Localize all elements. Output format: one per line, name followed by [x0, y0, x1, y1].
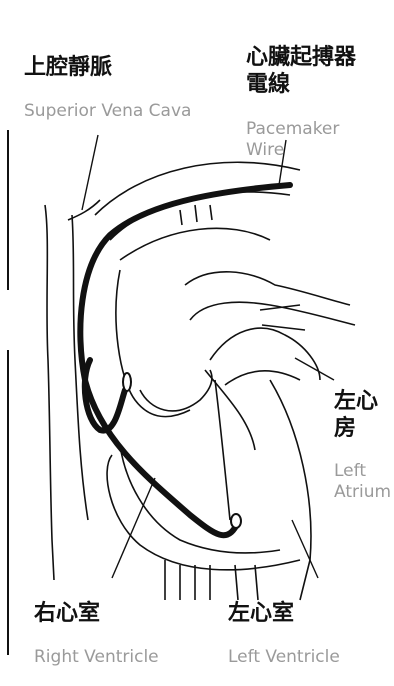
label-rv-en: Right Ventricle	[34, 647, 159, 667]
leader-lv	[292, 520, 318, 578]
pulmonary-trunk	[185, 272, 355, 330]
label-superior-vena-cava: 上腔靜脈 Superior Vena Cava	[24, 36, 191, 140]
leader-svc	[82, 135, 98, 210]
wire-tip	[231, 514, 241, 528]
leader-rv	[112, 478, 155, 578]
label-left-atrium: 左心房 Left Atrium	[334, 370, 394, 521]
label-la-en: Left Atrium	[334, 461, 394, 502]
label-wire-en: Pacemaker Wire	[246, 119, 356, 160]
heart-diagram: 上腔靜脈 Superior Vena Cava 心臟起搏器 電線 Pacemak…	[0, 0, 394, 655]
heart-body	[107, 270, 311, 600]
label-la-zh: 左心房	[334, 389, 394, 442]
label-left-ventricle: 左心室 Left Ventricle	[228, 582, 340, 686]
label-right-ventricle: 右心室 Right Ventricle	[34, 582, 159, 686]
label-rv-zh: 右心室	[34, 601, 159, 627]
label-lv-zh: 左心室	[228, 601, 340, 627]
wire-loop	[123, 373, 131, 391]
label-wire-zh: 心臟起搏器 電線	[246, 45, 356, 98]
label-pacemaker-wire: 心臟起搏器 電線 Pacemaker Wire	[246, 26, 356, 179]
label-svc-zh: 上腔靜脈	[24, 55, 191, 81]
left-atrium	[210, 328, 320, 385]
label-svc-en: Superior Vena Cava	[24, 101, 191, 121]
label-lv-en: Left Ventricle	[228, 647, 340, 667]
